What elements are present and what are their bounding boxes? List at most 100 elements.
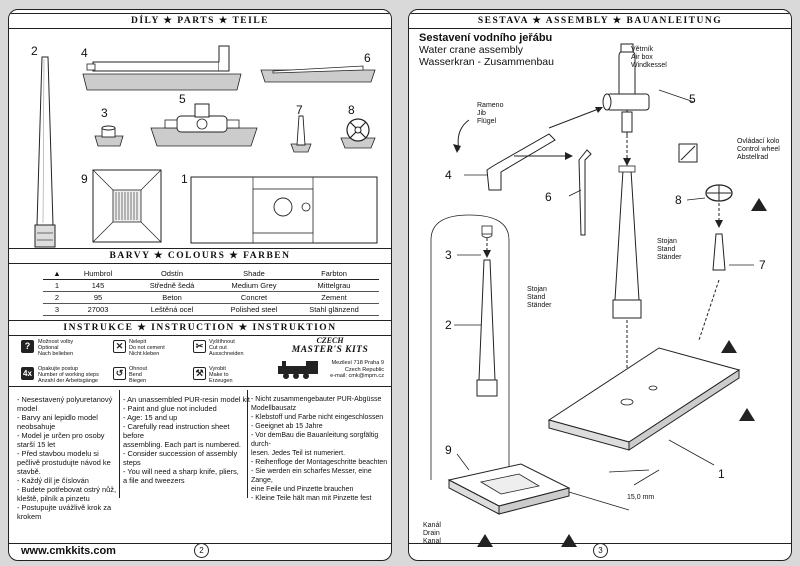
instruction-line: - Klebstoff und Farbe nicht eingeschloss… xyxy=(251,414,384,421)
part-8-wheel-drawing xyxy=(340,118,376,149)
instruction-line: before xyxy=(123,431,144,440)
table-cell: Leštěná ocel xyxy=(125,303,219,316)
assembly-title-cz: Sestavení vodního jeřábu xyxy=(419,32,553,44)
table-row: 1 145 Středně šedá Medium Grey Mittelgra… xyxy=(43,279,379,292)
instruction-line: - Postupujte uvážlivě krok za xyxy=(17,503,112,512)
part-number-4: 4 xyxy=(81,46,88,60)
brand-address: Mezilesí 718 Praha 9 Czech Republic e-ma… xyxy=(326,360,384,380)
instruction-line: starší 15 let xyxy=(17,440,56,449)
legend-text: Erzeugen xyxy=(209,378,233,384)
instruction-line: model xyxy=(17,404,38,413)
legend-text: Opakujte postup xyxy=(38,366,79,372)
bend-icon: ↺ xyxy=(113,367,126,380)
table-cell: 27003 xyxy=(71,303,125,316)
locomotive-icon xyxy=(278,361,318,379)
legend-text: Bend xyxy=(129,372,142,378)
part-number-6: 6 xyxy=(364,51,371,65)
website-link[interactable]: www.cmkkits.com xyxy=(21,545,116,557)
instruction-line: lesen. Jedes Teil ist numeriert. xyxy=(251,450,346,457)
legend-do-not-cement: Nelepit Do not cement Nicht kleben xyxy=(129,339,165,357)
instruction-line: eine Feile und Pinzette brauchen xyxy=(251,486,354,493)
instruction-line: - Model je určen pro osoby xyxy=(17,431,105,440)
table-cell: 95 xyxy=(71,291,125,304)
table-cell: Beton xyxy=(125,291,219,304)
label-stand-detail: Stojan Stand Ständer xyxy=(527,286,552,309)
instruction-line: - Paint and glue not included xyxy=(123,404,217,413)
part-number-7: 7 xyxy=(296,103,303,117)
legend-cut-out: Vyštíhnout Cut out Ausschneiden xyxy=(209,339,244,357)
legend-text: Nelepit xyxy=(129,339,147,345)
part-number-3: 3 xyxy=(101,106,108,120)
brand-logo: CZECH MASTER'S KITS Mezilesí 718 Praha 9… xyxy=(274,336,386,392)
part-number-9: 9 xyxy=(81,172,88,186)
instruction-line: - Před stavbou modelu si xyxy=(17,449,99,458)
label-line: Control wheel xyxy=(737,145,780,153)
parts-header: DÍLY ★ PARTS ★ TEILE xyxy=(9,13,391,29)
table-cell: 3 xyxy=(43,303,71,316)
table-row: 2 95 Beton Concret Zement xyxy=(43,291,379,304)
colours-header: BARVY ★ COLOURS ★ FARBEN xyxy=(9,248,391,264)
label-line: Stojan xyxy=(527,286,547,293)
label-wheel: Ovládací kolo Control wheel Abstellrad xyxy=(737,138,780,161)
dimension-label: 15,0 mm xyxy=(627,494,655,501)
label-line: Kanál xyxy=(423,522,441,529)
instruction-line: - Consider succession of assembly xyxy=(123,449,238,458)
instructions-czech: - Nesestavený polyuretanový model - Barv… xyxy=(17,395,116,521)
instruction-line: - Barvy ani lepidlo model xyxy=(17,413,98,422)
instruction-line: - An unassembled PUR-resin model kit xyxy=(123,395,250,404)
label-line: Ständer xyxy=(657,253,682,261)
instruction-line: neobsahuje xyxy=(17,422,56,431)
legend-text: Ausschneiden xyxy=(209,351,244,357)
cut-out-icon: ✂ xyxy=(193,340,206,353)
part-number-5: 5 xyxy=(179,92,186,106)
label-line: Stojan xyxy=(657,238,677,245)
legend-text: Make to xyxy=(209,372,229,378)
brand-name-line1: CZECH xyxy=(316,336,344,345)
instruction-line: - Kleine Teile hält man mit Pinzette fes… xyxy=(251,495,372,502)
step-number-4: 4 xyxy=(445,168,452,182)
instruction-line: steps xyxy=(123,458,141,467)
table-cell: Středně šedá xyxy=(125,279,219,292)
part-9-drain-drawing xyxy=(92,169,162,243)
table-cell: 1 xyxy=(43,279,71,292)
table-row: 3 27003 Leštěná ocel Polished steel Stah… xyxy=(43,303,379,316)
column-divider xyxy=(119,390,120,498)
legend-text: Vyrobit xyxy=(209,366,226,372)
step-number-8: 8 xyxy=(675,193,682,207)
label-jib: Rameno Jib Flügel xyxy=(477,102,503,125)
step-number-5: 5 xyxy=(689,92,696,106)
label-line: Air box xyxy=(631,53,653,61)
label-line: Stand xyxy=(527,293,546,301)
part-1-base-plate-drawing xyxy=(190,176,378,244)
do-not-cement-icon: ✕ xyxy=(113,340,126,353)
instruction-line: stavbě. xyxy=(17,467,41,476)
page-number-right: 3 xyxy=(593,543,608,558)
step-number-3: 3 xyxy=(445,248,452,262)
instruction-line: - Sie werden ein scharfes Messer, eine xyxy=(251,468,372,475)
legend-text: Do not cement xyxy=(129,345,165,351)
legend-text: Ohnout xyxy=(129,366,148,372)
instruction-header: INSTRUKCE ★ INSTRUCTION ★ INSTRUKTION xyxy=(9,320,391,336)
legend-text: Možnost volby xyxy=(38,339,74,345)
instruction-line: a file and tweezers xyxy=(123,476,185,485)
instruction-line: - Každý díl je číslován xyxy=(17,476,89,485)
assembly-page: SESTAVA ★ ASSEMBLY ★ BAUANLEITUNG Sestav… xyxy=(408,9,792,561)
instruction-line: - You will need a sharp knife, pliers, xyxy=(123,467,239,476)
assembly-title-en: Water crane assembly xyxy=(419,44,524,56)
label-line: Stand xyxy=(657,245,676,253)
instruction-line: - Vor demBau die Bauanleitung sorgfältig xyxy=(251,432,379,439)
label-airbox: Větrník Air box Windkessel xyxy=(631,46,667,69)
table-cell: 2 xyxy=(43,291,71,304)
table-cell: Medium Grey xyxy=(219,279,289,292)
legend-text: Number of working steps xyxy=(38,372,99,378)
column-header: Odstín xyxy=(125,268,219,280)
brand-name-line2: MASTER'S KITS xyxy=(291,345,369,355)
instruction-line: krokem xyxy=(17,512,42,521)
legend-repeat: Opakujte postup Number of working steps … xyxy=(38,366,99,384)
instruction-line: - Nesestavený polyuretanový xyxy=(17,395,113,404)
label-line: Windkessel xyxy=(631,61,667,69)
instruction-line: - Geeignet ab 15 Jahre xyxy=(251,423,323,430)
table-cell: Zement xyxy=(289,291,379,304)
legend-text: Anzahl der Arbeitsgänge xyxy=(38,378,98,384)
label-line: Kanal xyxy=(423,537,441,545)
